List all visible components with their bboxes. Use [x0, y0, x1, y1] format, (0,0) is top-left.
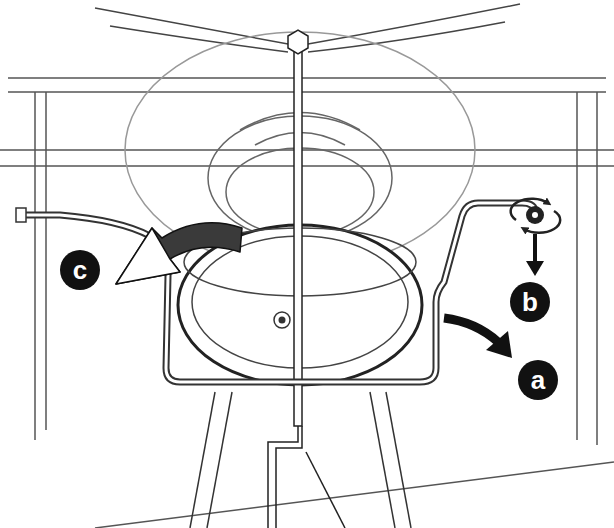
leg-line	[370, 392, 395, 528]
callout-letter: a	[531, 367, 545, 393]
swing-arrow	[444, 318, 512, 358]
frame-line	[0, 149, 614, 151]
lift-arrow	[116, 223, 242, 284]
down-arrow-head	[526, 261, 544, 276]
frame-line	[8, 77, 606, 79]
bracket-wire	[22, 203, 535, 382]
tube-nut	[288, 30, 308, 54]
frame-line	[596, 92, 598, 445]
down-arrow-shaft	[533, 234, 537, 262]
lift-arrow-band	[116, 223, 242, 284]
screw-head	[526, 206, 544, 224]
callout-circle: c	[60, 250, 100, 290]
rotation-arrow	[511, 199, 548, 220]
leg-line	[386, 392, 411, 528]
wire-bracket	[16, 203, 535, 382]
leg-line	[207, 392, 232, 528]
cover-hub	[274, 312, 290, 328]
spray-arm-edge	[110, 26, 288, 52]
frame-line	[45, 92, 47, 430]
tube-line	[306, 452, 345, 528]
rotation-arrow	[524, 211, 560, 233]
swing-arrow-head	[486, 331, 512, 358]
frame-line	[34, 92, 36, 440]
feed-tube	[268, 30, 345, 528]
screw	[511, 199, 561, 276]
callout-letter: b	[522, 289, 538, 315]
frame-line	[0, 165, 614, 167]
callout-letter: c	[73, 257, 87, 283]
tube-hook	[276, 426, 302, 528]
screw-slot	[532, 212, 538, 218]
tube-hook	[268, 426, 298, 528]
frame-line	[95, 462, 614, 528]
callout-circle: b	[510, 282, 550, 322]
lift-arrow-head	[116, 228, 180, 284]
cover-hub	[279, 317, 286, 324]
swing-arrow-shaft	[444, 318, 498, 342]
callout-circle: a	[518, 360, 558, 400]
tube-rod	[294, 48, 302, 426]
bracket-pin	[16, 208, 26, 222]
frame-line	[576, 92, 578, 440]
cabinet-frame	[0, 78, 614, 528]
bracket-wire-inner	[22, 203, 535, 382]
frame-line	[8, 91, 606, 93]
spray-arm-edge	[308, 22, 505, 52]
